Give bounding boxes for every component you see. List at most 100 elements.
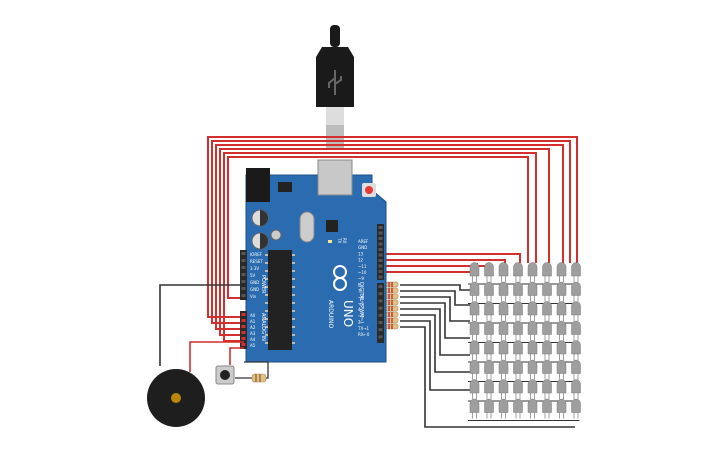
header-pin[interactable]: [378, 242, 383, 246]
matrix-led[interactable]: [571, 262, 581, 277]
matrix-led[interactable]: [542, 320, 552, 335]
matrix-led[interactable]: [542, 340, 552, 355]
matrix-led[interactable]: [556, 359, 567, 374]
header-pin[interactable]: [241, 287, 246, 290]
matrix-led[interactable]: [484, 262, 494, 277]
header-pin[interactable]: [378, 226, 383, 229]
header-pin-connected[interactable]: [241, 343, 246, 346]
matrix-led[interactable]: [513, 281, 523, 296]
matrix-led[interactable]: [556, 398, 567, 413]
matrix-led[interactable]: [484, 281, 494, 296]
header-pin[interactable]: [241, 294, 246, 297]
header-pin-connected[interactable]: [241, 319, 246, 322]
matrix-led[interactable]: [527, 340, 538, 355]
header-pin[interactable]: [378, 275, 383, 279]
matrix-led[interactable]: [498, 301, 509, 316]
matrix-led[interactable]: [484, 301, 494, 316]
header-pin-connected[interactable]: [241, 337, 246, 340]
matrix-led[interactable]: [571, 340, 581, 355]
matrix-led[interactable]: [527, 359, 538, 374]
matrix-led[interactable]: [513, 379, 523, 394]
push-button-cap[interactable]: [220, 370, 230, 380]
matrix-led[interactable]: [527, 262, 538, 277]
header-pin[interactable]: [378, 328, 383, 332]
arduino-uno-board[interactable]: ARDUINO UNO DIGITAL (PWM~) POWER ANALOG …: [240, 159, 387, 363]
header-pin-connected[interactable]: [241, 325, 246, 328]
reset-button-cap[interactable]: [365, 186, 373, 194]
header-pin[interactable]: [241, 259, 246, 262]
matrix-led[interactable]: [513, 340, 523, 355]
matrix-led[interactable]: [556, 301, 567, 316]
digital-header-high[interactable]: [377, 224, 384, 280]
header-pin[interactable]: [241, 273, 246, 276]
header-pin[interactable]: [378, 299, 383, 303]
header-pin[interactable]: [378, 248, 383, 251]
matrix-led[interactable]: [498, 281, 509, 296]
matrix-led[interactable]: [542, 359, 552, 374]
matrix-led[interactable]: [469, 379, 480, 394]
matrix-led[interactable]: [498, 398, 509, 413]
matrix-led[interactable]: [498, 340, 509, 355]
header-pin[interactable]: [241, 280, 246, 283]
matrix-led[interactable]: [527, 281, 538, 296]
header-pin-connected[interactable]: [241, 313, 246, 316]
matrix-led[interactable]: [527, 301, 538, 316]
matrix-led[interactable]: [556, 262, 567, 277]
analog-header[interactable]: [240, 311, 247, 349]
matrix-led[interactable]: [527, 398, 538, 413]
matrix-led[interactable]: [542, 379, 552, 394]
header-pin[interactable]: [378, 321, 383, 324]
header-pin[interactable]: [378, 335, 383, 339]
matrix-led[interactable]: [469, 359, 480, 374]
matrix-led[interactable]: [571, 379, 581, 394]
header-pin[interactable]: [378, 306, 383, 310]
matrix-led[interactable]: [498, 359, 509, 374]
usb-cable[interactable]: [316, 25, 354, 150]
matrix-led[interactable]: [571, 281, 581, 296]
header-pin[interactable]: [378, 313, 383, 317]
header-pin[interactable]: [378, 264, 383, 268]
matrix-led[interactable]: [469, 281, 480, 296]
matrix-led[interactable]: [542, 301, 552, 316]
matrix-led[interactable]: [571, 359, 581, 374]
matrix-led[interactable]: [556, 320, 567, 335]
matrix-led[interactable]: [469, 398, 480, 413]
matrix-led[interactable]: [571, 301, 581, 316]
resistor-bank[interactable]: [385, 281, 399, 330]
header-pin[interactable]: [378, 270, 383, 273]
matrix-led[interactable]: [527, 320, 538, 335]
header-pin[interactable]: [241, 266, 246, 269]
header-pin[interactable]: [378, 285, 383, 288]
matrix-led[interactable]: [542, 262, 552, 277]
pulldown-resistor[interactable]: [235, 361, 269, 383]
header-pin[interactable]: [378, 253, 383, 257]
matrix-led[interactable]: [571, 320, 581, 335]
matrix-led[interactable]: [527, 379, 538, 394]
matrix-led[interactable]: [469, 340, 480, 355]
matrix-led[interactable]: [469, 301, 480, 316]
matrix-led[interactable]: [513, 301, 523, 316]
digital-header-low[interactable]: [377, 283, 384, 343]
header-pin[interactable]: [241, 252, 246, 255]
piezo-buzzer[interactable]: [147, 369, 205, 427]
matrix-led[interactable]: [498, 320, 509, 335]
header-pin[interactable]: [378, 231, 383, 235]
power-jack[interactable]: [246, 168, 270, 202]
matrix-led[interactable]: [513, 359, 523, 374]
matrix-led[interactable]: [513, 320, 523, 335]
matrix-led[interactable]: [542, 398, 552, 413]
matrix-led[interactable]: [556, 281, 567, 296]
push-button[interactable]: [215, 347, 244, 385]
usb-b-port[interactable]: [317, 159, 353, 196]
matrix-led[interactable]: [542, 281, 552, 296]
header-pin[interactable]: [378, 237, 383, 240]
matrix-led[interactable]: [556, 340, 567, 355]
matrix-led[interactable]: [556, 379, 567, 394]
matrix-led[interactable]: [513, 398, 523, 413]
matrix-led[interactable]: [484, 398, 494, 413]
matrix-led[interactable]: [484, 340, 494, 355]
matrix-led[interactable]: [513, 262, 523, 277]
matrix-led[interactable]: [469, 320, 480, 335]
header-pin[interactable]: [378, 259, 383, 262]
matrix-led[interactable]: [571, 398, 581, 413]
